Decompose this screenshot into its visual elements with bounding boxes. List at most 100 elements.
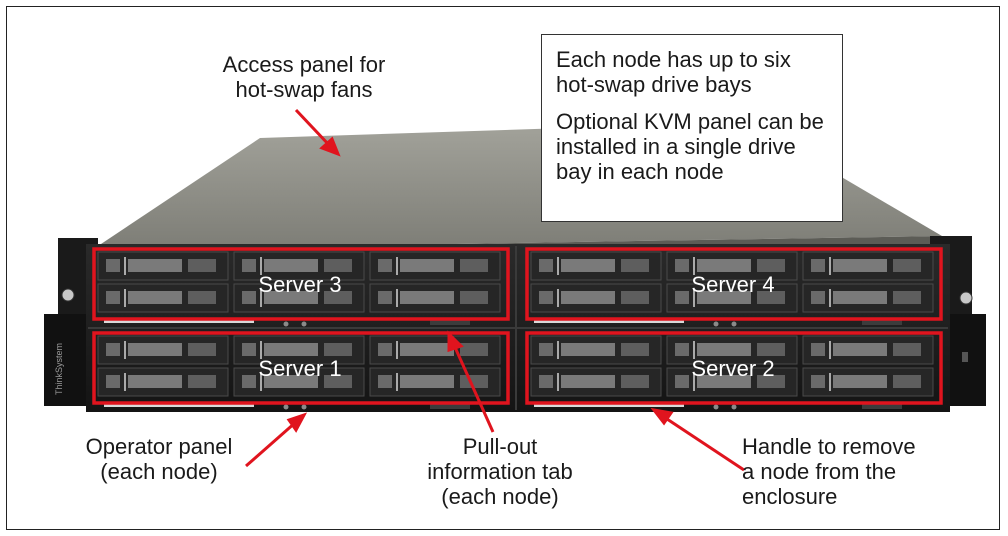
drive-bay-vent [460,375,488,388]
drive-bay-latch [106,291,120,304]
drive-bay-vent [128,259,182,272]
drive-bay-vent [400,259,454,272]
drive-bay-latch [378,343,392,356]
operator-panel-led [731,321,737,327]
node-handle [104,404,254,407]
drive-bay-vent [757,375,785,388]
side-bezel-left [44,314,94,406]
pullout-info-tab [430,320,470,325]
operator-panel-led [301,321,307,327]
drive-bay-vent [324,343,352,356]
drive-bay-latch [811,343,825,356]
drive-activity-led [693,257,695,275]
drive-bay-vent [833,259,887,272]
drive-bay-vent [460,259,488,272]
drive-bay-latch [811,259,825,272]
drive-bay-latch [378,375,392,388]
drive-activity-led [693,341,695,359]
drive-bay-vent [128,375,182,388]
drive-bay-latch [106,343,120,356]
drive-bay-vent [893,259,921,272]
ear-screw-right [959,291,973,305]
drive-bay-latch [811,291,825,304]
pullout-info-tab [862,404,902,409]
operator-panel-led [283,321,289,327]
info-kvm-panel: Optional KVM panel can be installed in a… [556,109,824,184]
drive-bay-latch [675,291,689,304]
drive-bay-vent [188,343,216,356]
callout-arrows [245,108,745,472]
drive-bay-vent [697,291,751,304]
drive-bay-vent [188,259,216,272]
side-indicator-right [962,352,968,362]
drive-bay-vent [697,343,751,356]
info-drive-bays: Each node has up to six hot-swap drive b… [556,47,791,97]
drive-bay-vent [833,291,887,304]
drive-activity-led [396,257,398,275]
drive-activity-led [124,373,126,391]
drive-bay-latch [539,343,553,356]
info-box: Each node has up to six hot-swap drive b… [541,34,843,222]
arrow-handle [663,415,745,472]
handle-label: Handle to remove a node from the enclosu… [742,434,916,509]
pullout-tab-label: Pull-out information tab (each node) [427,434,573,509]
drive-bay-latch [242,375,256,388]
drive-activity-led [693,289,695,307]
drive-bay-vent [264,343,318,356]
drive-bay-latch [675,343,689,356]
drive-activity-led [829,289,831,307]
drive-bay-vent [460,343,488,356]
drive-bay-vent [757,259,785,272]
drive-bay-latch [378,291,392,304]
drive-bay-vent [893,375,921,388]
drive-bay-vent [893,291,921,304]
pullout-info-tab [862,320,902,325]
ear-screw-left [61,288,75,302]
drive-activity-led [396,373,398,391]
drive-bays [97,251,934,397]
drive-bay-vent [561,291,615,304]
brand-side-text: ThinkSystem [54,343,64,395]
server-2-label: Server 2 [691,356,774,381]
drive-activity-led [124,341,126,359]
drive-bay-vent [460,291,488,304]
drive-activity-led [693,373,695,391]
drive-activity-led [557,257,559,275]
drive-bay-vent [264,375,318,388]
drive-bay-latch [539,375,553,388]
operator-panel-led [283,404,289,410]
drive-bay-vent [324,375,352,388]
drive-bay-vent [324,259,352,272]
node-handle [534,404,684,407]
drive-bay-vent [128,343,182,356]
drive-activity-led [557,373,559,391]
drive-bay-vent [621,375,649,388]
pullout-info-tab [430,404,470,409]
drive-bay-vent [188,291,216,304]
drive-bay-latch [539,291,553,304]
arrowhead-operator-panel [286,412,308,433]
server-1-highlight [92,331,510,405]
operator-panel-led [731,404,737,410]
node-handle [104,320,254,323]
drive-activity-led [396,289,398,307]
server-3-label: Server 3 [258,272,341,297]
operator-panel-led [713,404,719,410]
server-4-highlight [525,247,943,321]
drive-bay-vent [400,291,454,304]
drive-bay-latch [106,259,120,272]
drive-activity-led [557,341,559,359]
drive-bay-latch [242,343,256,356]
arrow-operator-panel [245,420,297,468]
drive-bay-vent [621,343,649,356]
drive-activity-led [260,373,262,391]
drive-activity-led [260,341,262,359]
drive-bay-latch [675,375,689,388]
operator-panel-label: Operator panel (each node) [85,434,233,484]
drive-bay-vent [621,291,649,304]
server-2-highlight [525,331,943,405]
node-handle [534,320,684,323]
server-3-highlight [92,247,510,321]
drive-bay-latch [242,259,256,272]
drive-bay-vent [893,343,921,356]
